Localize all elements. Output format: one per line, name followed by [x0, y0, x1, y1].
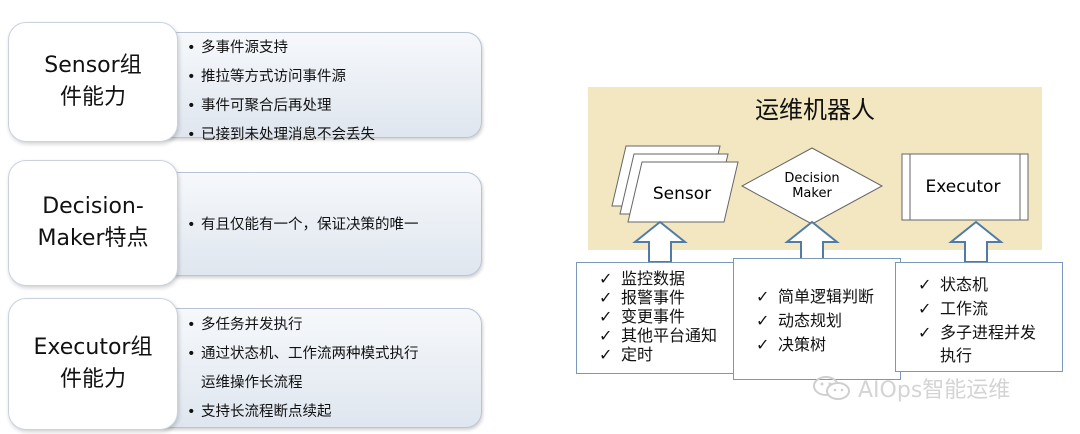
- check-icon: ✓: [918, 323, 932, 342]
- executor-box: [901, 153, 1029, 221]
- bullet-item-continued: 运维操作长流程: [201, 375, 303, 391]
- executor-input-arrow: [948, 220, 1004, 263]
- check-icon: ✓: [599, 326, 613, 345]
- decision-label-line2: Maker: [792, 186, 832, 201]
- check-item: ✓状态机: [918, 273, 1036, 297]
- executor-inputs-box: ✓状态机 ✓工作流 ✓多子进程并发 执行: [895, 262, 1063, 372]
- sensor-capability-row: 多事件源支持 推拉等方式访问事件源 事件可聚合后再处理 已接到未处理消息不会丢失…: [0, 22, 490, 150]
- decision-input-arrow: [784, 220, 840, 263]
- ops-robot-title: 运维机器人: [755, 96, 875, 124]
- check-item: ✓报警事件: [599, 288, 686, 307]
- check-item: ✓监控数据: [599, 269, 686, 288]
- decision-inputs-box: ✓简单逻辑判断 ✓动态规划 ✓决策树: [733, 258, 901, 380]
- check-item: ✓决策树: [756, 333, 874, 357]
- check-item: ✓多子进程并发: [918, 321, 1036, 345]
- watermark-text: AIOps智能运维: [858, 378, 1011, 403]
- sensor-capability-label: Sensor组件能力: [8, 22, 178, 142]
- check-item: ✓定时: [599, 345, 654, 364]
- check-icon: ✓: [599, 288, 613, 307]
- decision-label-line1: Decision: [784, 171, 839, 186]
- check-item: ✓变更事件: [599, 307, 686, 326]
- decision-maker-row: 有且仅能有一个，保证决策的唯一 Decision-Maker特点: [0, 160, 490, 286]
- executor-capability-list: 多任务并发执行 通过状态机、工作流两种模式执行 运维操作长流程 支持长流程断点续…: [187, 311, 475, 427]
- sensor-label: Sensor: [653, 184, 711, 204]
- wechat-icon: [813, 376, 850, 400]
- bullet-item: 支持长流程断点续起: [187, 398, 475, 427]
- bullet-item: 多任务并发执行: [187, 311, 475, 340]
- executor-capability-row: 多任务并发执行 通过状态机、工作流两种模式执行 运维操作长流程 支持长流程断点续…: [0, 298, 490, 430]
- bullet-item: 事件可聚合后再处理: [187, 92, 475, 121]
- sensor-input-arrow: [632, 220, 688, 263]
- bullet-item: 推拉等方式访问事件源: [187, 63, 475, 92]
- check-icon: ✓: [599, 307, 613, 326]
- check-icon: ✓: [599, 345, 613, 364]
- check-icon: ✓: [756, 287, 770, 306]
- check-icon: ✓: [599, 269, 613, 288]
- check-icon: ✓: [918, 299, 932, 318]
- check-icon: ✓: [756, 335, 770, 354]
- check-icon: ✓: [756, 311, 770, 330]
- decision-inputs-list: ✓简单逻辑判断 ✓动态规划 ✓决策树: [756, 285, 874, 357]
- check-item-continued: 执行: [940, 346, 973, 365]
- decision-maker-card: 有且仅能有一个，保证决策的唯一: [150, 172, 482, 276]
- executor-capability-card: 多任务并发执行 通过状态机、工作流两种模式执行 运维操作长流程 支持长流程断点续…: [150, 308, 482, 428]
- executor-inputs-list: ✓状态机 ✓工作流 ✓多子进程并发 执行: [918, 273, 1036, 367]
- check-item: ✓其他平台通知: [599, 326, 718, 345]
- watermark: AIOps智能运维: [812, 372, 1010, 404]
- sensor-capability-list: 多事件源支持 推拉等方式访问事件源 事件可聚合后再处理 已接到未处理消息不会丢失: [187, 34, 475, 150]
- decision-maker-label: Decision-Maker特点: [8, 160, 178, 286]
- decision-maker-list: 有且仅能有一个，保证决策的唯一: [187, 211, 475, 240]
- sensor-inputs-list: ✓监控数据 ✓报警事件 ✓变更事件 ✓其他平台通知 ✓定时: [599, 269, 717, 364]
- executor-label: Executor: [926, 177, 1001, 197]
- bullet-item: 已接到未处理消息不会丢失: [187, 121, 475, 150]
- sensor-stack-icon: [611, 145, 739, 223]
- bullet-item: 有且仅能有一个，保证决策的唯一: [187, 211, 475, 240]
- bullet-item: 通过状态机、工作流两种模式执行: [187, 340, 475, 369]
- check-item: ✓动态规划: [756, 309, 874, 333]
- sensor-inputs-box: ✓监控数据 ✓报警事件 ✓变更事件 ✓其他平台通知 ✓定时: [576, 262, 744, 374]
- check-item: ✓简单逻辑判断: [756, 285, 874, 309]
- check-item: ✓工作流: [918, 297, 1036, 321]
- executor-capability-label: Executor组件能力: [8, 298, 178, 430]
- bullet-item: 多事件源支持: [187, 34, 475, 63]
- sensor-capability-card: 多事件源支持 推拉等方式访问事件源 事件可聚合后再处理 已接到未处理消息不会丢失: [150, 32, 482, 150]
- check-icon: ✓: [918, 275, 932, 294]
